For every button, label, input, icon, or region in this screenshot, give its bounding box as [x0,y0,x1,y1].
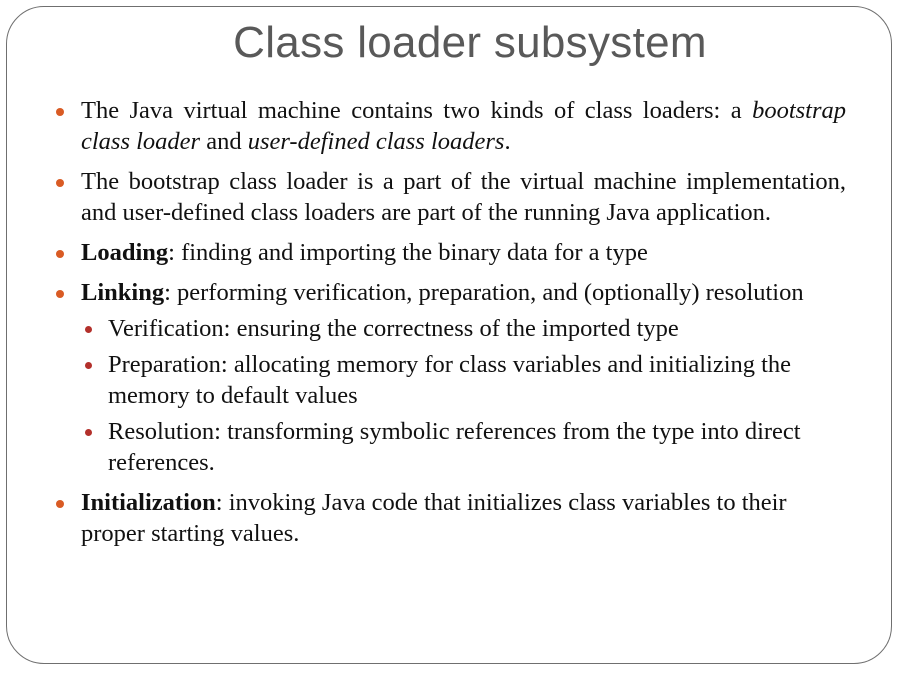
bullet-text: The bootstrap class loader is a part of … [81,168,846,226]
sub-bullet-verification: Verification: ensuring the correctness o… [50,313,846,344]
bullet-bootstrap-description: The bootstrap class loader is a part of … [50,166,846,228]
initialization-term: Initialization [81,489,216,516]
bullet-icon [56,250,64,258]
bullet-loading: Loading: finding and importing the binar… [50,237,846,268]
bullet-class-loader-kinds: The Java virtual machine contains two ki… [50,95,846,157]
slide-content: The Java virtual machine contains two ki… [50,95,846,558]
bullet-initialization: Initialization: invoking Java code that … [50,487,846,549]
bullet-icon [56,290,64,298]
linking-term: Linking [81,279,165,306]
bullet-text: : performing verification, preparation, … [164,279,804,306]
sub-bullet-icon [85,362,92,369]
bullet-icon [56,108,64,116]
slide-title: Class loader subsystem [233,18,707,67]
sub-bullet-icon [85,326,92,333]
sub-bullet-resolution: Resolution: transforming symbolic refere… [50,416,846,478]
bootstrap-term: bootstrap class loader [81,97,846,155]
bullet-text: : finding and importing the binary data … [168,239,648,266]
sub-bullet-text: Verification: ensuring the correctness o… [108,315,679,342]
bullet-text: The Java virtual machine contains two ki… [81,97,753,124]
loading-term: Loading [81,239,169,266]
linking-sub-list: Verification: ensuring the correctness o… [50,313,846,478]
bullet-text: : invoking Java code that initializes cl… [81,489,787,547]
bullet-text: . [504,128,511,155]
sub-bullet-icon [85,429,92,436]
bullet-text: and [200,128,248,155]
slide-frame [6,6,892,664]
bullet-linking: Linking: performing verification, prepar… [50,277,846,308]
bullet-icon [56,179,64,187]
bullet-icon [56,500,64,508]
sub-bullet-text: Resolution: transforming symbolic refere… [108,418,801,476]
sub-bullet-text: Preparation: allocating memory for class… [108,351,792,409]
user-defined-term: user-defined class loaders [247,128,505,155]
sub-bullet-preparation: Preparation: allocating memory for class… [50,349,846,411]
